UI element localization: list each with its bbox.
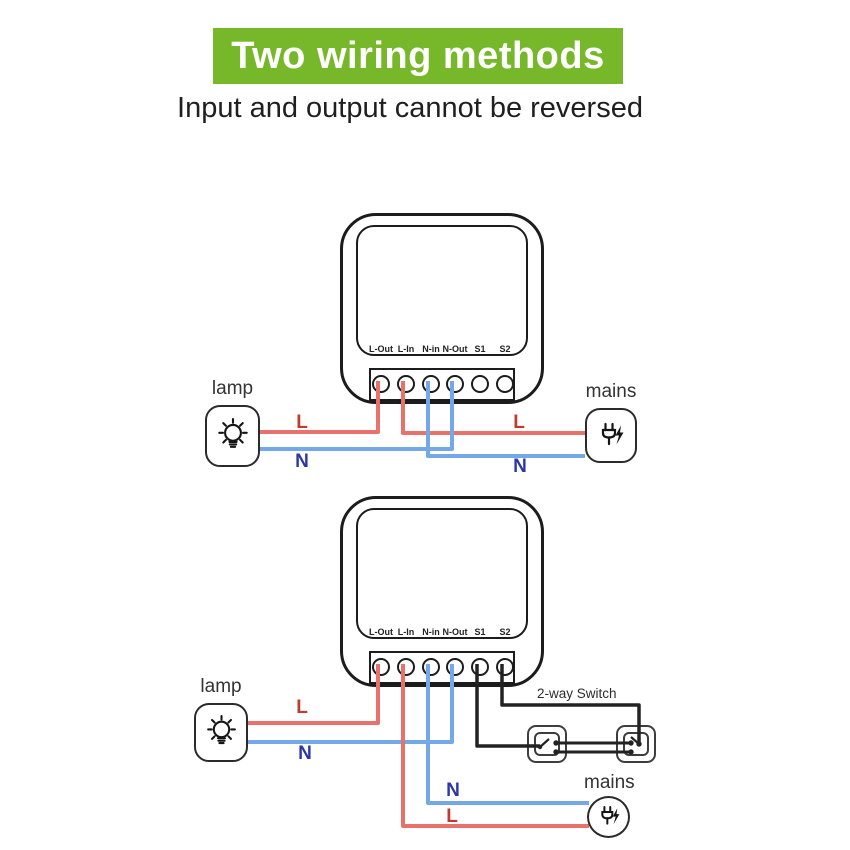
d1-wire-live-lamp	[260, 381, 380, 434]
terminal-strip	[369, 368, 515, 401]
contact-dot	[628, 749, 634, 755]
lightning-bolt-icon	[615, 425, 624, 444]
terminal-label-s1: S1	[474, 344, 486, 354]
terminal-label-l-out: L-Out	[369, 344, 393, 354]
title-banner: Two wiring methods	[213, 28, 623, 84]
d1-live-label-right: L	[513, 412, 525, 433]
contact-dot	[553, 749, 559, 755]
smart-switch-device-1: L-Out L-In N-in N-Out S1 S2	[340, 213, 544, 404]
d2-neutral-label-right: N	[446, 780, 460, 801]
d2-lamp-icon	[194, 703, 248, 762]
d2-lamp-caption: lamp	[200, 676, 242, 697]
d1-wire-live-mains	[401, 381, 585, 435]
d2-wire-neutral-mains	[426, 664, 589, 805]
d2-mains-icon	[587, 796, 630, 838]
lightning-bolt-icon	[612, 808, 619, 825]
terminal-label-l-in: L-In	[397, 627, 415, 637]
d2-wire-neutral-lamp	[248, 664, 454, 744]
two-way-switch-label: 2-way Switch	[537, 686, 617, 701]
d2-wire-s1	[475, 664, 540, 748]
page-title: Two wiring methods	[231, 34, 605, 77]
contact-dot	[628, 740, 634, 746]
d2-live-label-right: L	[446, 806, 458, 827]
terminal-label-l-in: L-In	[397, 344, 415, 354]
terminal-label-s2: S2	[499, 627, 511, 637]
terminal-label-s2: S2	[499, 344, 511, 354]
d2-wire-s2	[500, 664, 641, 744]
terminal-label-l-out: L-Out	[369, 627, 393, 637]
d2-live-label-left: L	[296, 697, 308, 718]
smart-switch-device-2: L-Out L-In N-in N-Out S1 S2	[340, 496, 544, 687]
contact-dot	[553, 740, 559, 746]
d1-wire-neutral-mains	[426, 381, 585, 458]
terminal-circle	[471, 375, 489, 393]
terminal-label-n-in: N-in	[422, 344, 440, 354]
d2-wire-live-lamp	[248, 664, 380, 725]
d1-wire-neutral-lamp	[260, 381, 454, 451]
contact-dot	[636, 741, 642, 747]
terminal-circle	[496, 375, 514, 393]
terminal-strip	[369, 651, 515, 684]
contact-dot	[537, 744, 543, 750]
d1-neutral-label-right: N	[513, 456, 527, 477]
d1-live-label-left: L	[296, 412, 308, 433]
d1-lamp-icon	[205, 405, 260, 467]
d1-lamp-caption: lamp	[211, 378, 254, 399]
bulb-icon	[206, 715, 236, 745]
terminal-label-n-out: N-Out	[442, 344, 468, 354]
d1-mains-icon	[585, 408, 637, 463]
subtitle: Input and output cannot be reversed	[177, 92, 643, 124]
d2-wire-live-mains	[401, 664, 589, 828]
d1-mains-caption: mains	[585, 381, 637, 402]
d1-neutral-label-left: N	[295, 451, 309, 472]
device-1-front-panel	[356, 225, 528, 356]
device-2-front-panel	[356, 508, 528, 639]
plug-icon	[600, 806, 619, 825]
terminal-label-s1: S1	[474, 627, 486, 637]
d2-mains-caption: mains	[584, 772, 635, 793]
d2-neutral-label-left: N	[298, 743, 312, 764]
bulb-icon	[217, 418, 248, 448]
plug-icon	[601, 422, 624, 445]
terminal-label-n-in: N-in	[422, 627, 440, 637]
terminal-label-n-out: N-Out	[442, 627, 468, 637]
